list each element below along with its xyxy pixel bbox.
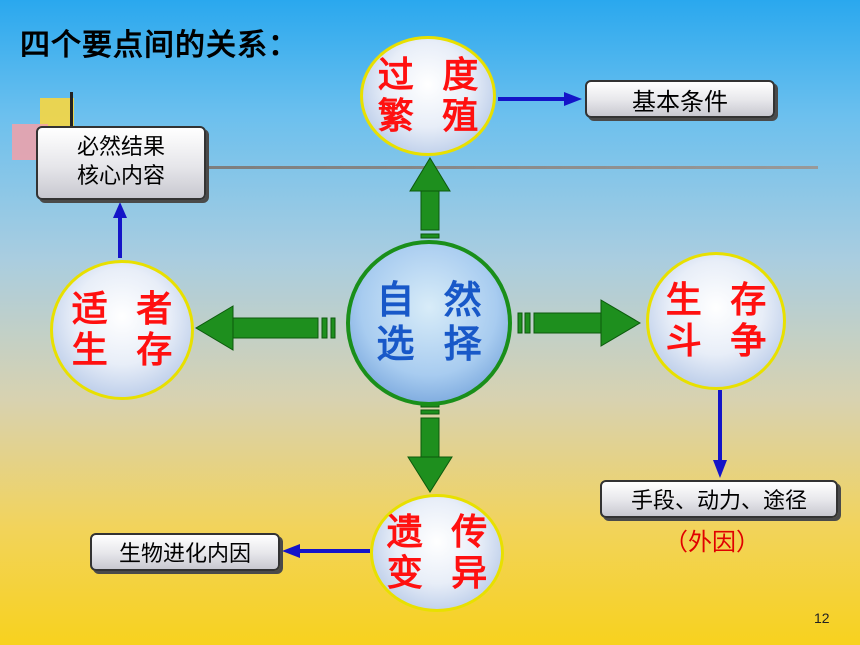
circle-struggle-for-existence-line2: 斗 争: [665, 321, 775, 362]
green-arrow-right: [517, 299, 641, 347]
circle-survival-of-fittest: 适 者 生 存: [50, 260, 194, 400]
box-necessary-result-line1: 必然结果: [76, 135, 165, 161]
blue-arrow-to-internal-cause: [282, 544, 370, 558]
page-number: 12: [814, 610, 830, 626]
circle-natural-selection: 自 然 选 择: [346, 240, 512, 406]
box-basic-condition-text: 基本条件: [632, 87, 728, 116]
circle-struggle-for-existence-line1: 生 存: [665, 279, 775, 321]
box-necessary-result: 必然结果 核心内容: [36, 126, 206, 200]
circle-struggle-for-existence: 生 存 斗 争: [646, 252, 786, 390]
circle-overbreeding-line2: 繁 殖: [377, 96, 487, 137]
circle-heredity-variation-line1: 遗 传: [386, 511, 496, 553]
box-means-text: 手段、动力、途径: [630, 489, 807, 514]
circle-survival-of-fittest-line2: 生 存: [71, 330, 181, 371]
box-basic-condition: 基本条件: [585, 80, 775, 118]
slide-title: 四个要点间的关系：: [20, 28, 299, 63]
deco-vertical-line: [70, 92, 73, 154]
circle-natural-selection-line2: 选 择: [376, 322, 490, 366]
circle-overbreeding-line1: 过 度: [377, 54, 487, 96]
note-external-cause: （外因）: [664, 528, 760, 556]
circle-survival-of-fittest-line1: 适 者: [71, 288, 181, 330]
deco-horizontal-rule: [70, 166, 818, 169]
box-necessary-result-line2: 核心内容: [76, 164, 165, 189]
green-arrow-left: [195, 305, 336, 351]
box-internal-cause: 生物进化内因: [90, 533, 280, 571]
green-arrow-down: [407, 403, 453, 493]
circle-heredity-variation: 遗 传 变 异: [370, 494, 504, 612]
blue-arrow-to-basic-condition: [498, 92, 582, 106]
deco-square-yellow: [40, 98, 74, 128]
box-internal-cause-text: 生物进化内因: [118, 542, 251, 567]
box-means: 手段、动力、途径: [600, 480, 838, 518]
circle-natural-selection-line1: 自 然: [376, 278, 490, 323]
green-arrow-up: [409, 157, 451, 246]
circle-heredity-variation-line2: 变 异: [386, 553, 496, 594]
circle-overbreeding: 过 度 繁 殖: [360, 36, 496, 156]
blue-arrow-to-result-box: [113, 202, 127, 258]
blue-arrow-to-means-box: [713, 390, 727, 478]
